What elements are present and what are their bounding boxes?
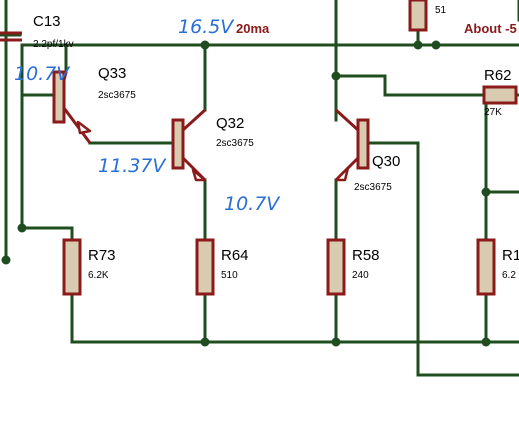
q30-value: 2sc3675 [354,182,392,193]
junctions [1,40,491,347]
resistor-body [476,238,496,296]
about-annotation: About -5 [464,21,517,36]
wire-q30-base-right [366,141,519,377]
r73-ref: R73 [88,247,116,264]
current-annotation: 20ma [236,21,270,36]
resistor-body [482,85,518,105]
resistor-partial-right[interactable]: R1 6.2 [476,238,519,296]
r73-value: 6.2K [88,270,109,281]
transistor-base-bar [356,118,370,170]
junction-dot [331,71,341,81]
handwritten-voltage-q32-emitter: 10.7V [224,193,281,215]
q30-ref: Q30 [372,153,400,170]
partial-resistor-value: 6.2 [502,270,516,281]
capacitor-c13[interactable]: C13 2.2pf/1kv [0,13,74,50]
transistor-base-bar [171,118,185,170]
c13-value: 2.2pf/1kv [33,39,74,50]
transistor-base-bar [52,70,66,124]
resistor-body [62,238,82,296]
resistor-r73[interactable]: R73 6.2K [62,238,116,296]
resistor-r62[interactable]: R62 27K [482,67,518,118]
wire-r62-branch [334,74,486,97]
resistor-body [408,0,428,32]
transistor-collector-lead [62,71,68,81]
transistor-emitter-arrow [191,168,207,182]
transistor-collector-lead [181,108,207,132]
r64-ref: R64 [221,247,249,264]
r58-ref: R58 [352,247,380,264]
top-resistor-value: 51 [435,5,447,16]
junction-dot [1,255,11,265]
junction-dot [481,187,491,197]
transistor-q33[interactable]: Q33 2sc3675 [52,65,136,144]
junction-dot [331,337,341,347]
handwritten-voltage-top: 16.5V [178,16,235,38]
wires [0,0,519,377]
q32-value: 2sc3675 [216,138,254,149]
r64-value: 510 [221,270,238,281]
resistor-r64[interactable]: R64 510 [195,238,249,296]
q32-ref: Q32 [216,115,244,132]
transistor-emitter-lead [62,107,92,144]
handwritten-voltage-q33-base: 10.7V [14,63,71,85]
transistor-q32[interactable]: Q32 2sc3675 [171,108,254,182]
q33-ref: Q33 [98,65,126,82]
handwritten-voltage-q32-base: 11.37V [98,155,167,177]
q33-value: 2sc3675 [98,90,136,101]
r62-value: 27K [484,107,502,118]
resistor-r58[interactable]: R58 240 [326,238,380,296]
junction-dot [200,40,210,50]
c13-ref: C13 [33,13,61,30]
r62-ref: R62 [484,67,512,84]
junction-dot [481,337,491,347]
r58-value: 240 [352,270,369,281]
junction-dot [431,40,441,50]
junction-dot [200,337,210,347]
resistor-top-51[interactable]: 51 [408,0,447,32]
junction-dot [17,223,27,233]
resistor-body [326,238,346,296]
transistor-collector-lead [334,108,360,132]
transistor-emitter-arrow [334,166,350,182]
resistor-body [195,238,215,296]
partial-resistor-ref: R1 [502,247,519,264]
junction-dot [413,40,423,50]
transistor-emitter-arrow [76,120,92,135]
transistor-q30[interactable]: Q30 2sc3675 [334,108,400,193]
